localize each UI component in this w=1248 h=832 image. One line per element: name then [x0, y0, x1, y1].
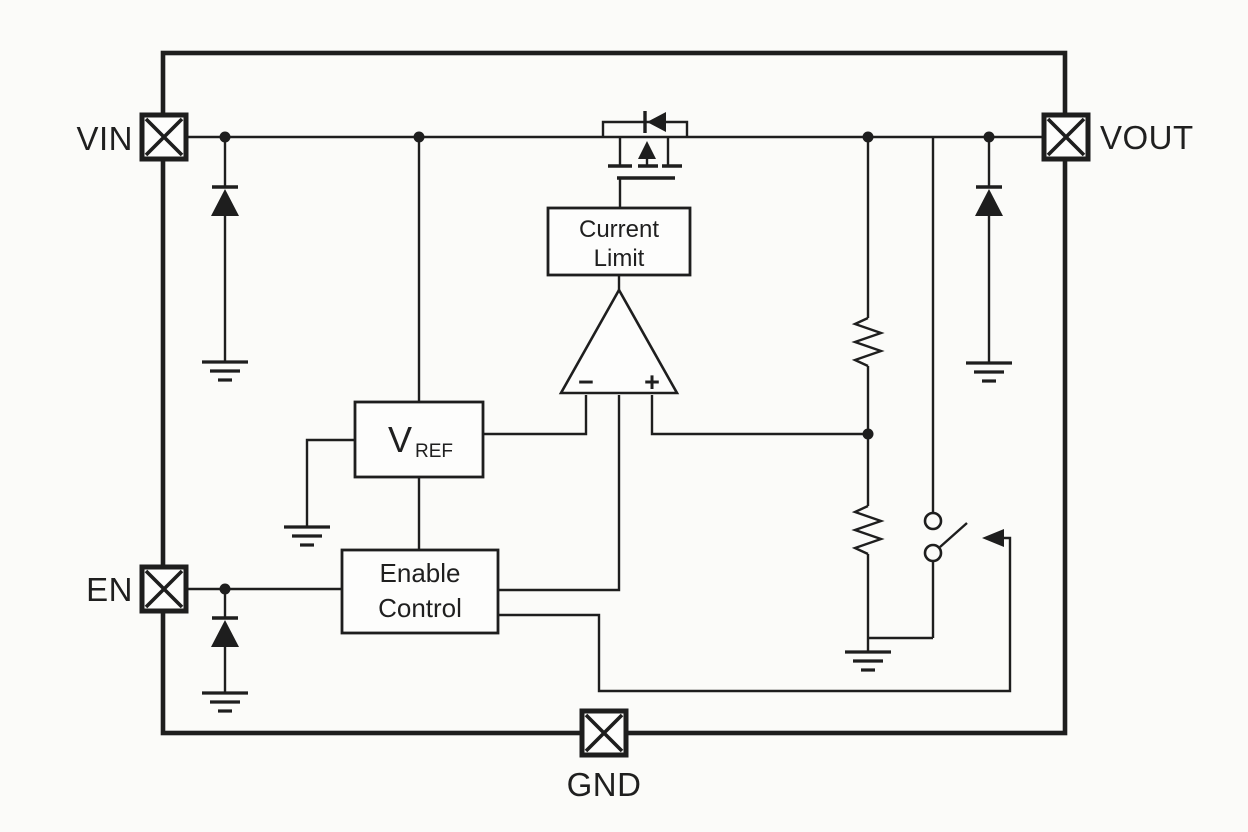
- pass-transistor-icon: [601, 111, 689, 208]
- esd-en-diode-triangle: [211, 620, 239, 647]
- feedback-divider: [851, 316, 885, 556]
- opamp-triangle: [558, 287, 680, 395]
- enable-control-block: Enable Control: [340, 548, 500, 635]
- vout-pin-x-icon: [1046, 117, 1086, 157]
- feedback-wire: [650, 395, 868, 436]
- error-amplifier-icon: − +: [558, 287, 680, 397]
- ground-symbol-en: [202, 691, 248, 713]
- gnd-pin: GND: [567, 708, 642, 803]
- ground-symbol-vref: [284, 525, 330, 547]
- junction-dot: [983, 131, 995, 143]
- vout-pin-label: VOUT: [1100, 119, 1194, 156]
- gnd-pin-label: GND: [567, 766, 642, 803]
- vref-output-wire: [483, 395, 588, 436]
- en-pin-x-icon: [144, 569, 184, 609]
- ground-symbol-divider: [845, 650, 891, 672]
- esd-vin-diode-triangle: [211, 189, 239, 216]
- wires: [186, 135, 1045, 693]
- en-pin: EN: [86, 564, 189, 614]
- switch-contact-top: [923, 511, 943, 531]
- esd-diode-vin-icon: [211, 137, 239, 362]
- vref-block: V REF: [353, 400, 485, 479]
- enable-control-label-line2: Control: [378, 593, 462, 623]
- discharge-switch-icon: [923, 511, 1004, 563]
- esd-diode-vout-icon: [975, 137, 1003, 363]
- junction-dot: [862, 131, 874, 143]
- current-limit-label-line1: Current: [579, 216, 659, 243]
- ground-symbol-vin: [202, 360, 248, 382]
- junction-dot: [219, 583, 231, 595]
- enable-control-label-line1: Enable: [380, 558, 461, 588]
- body-diode-icon: [647, 112, 666, 132]
- current-limit-box: [546, 206, 692, 277]
- esd-diode-en-icon: [211, 589, 239, 693]
- switch-control-arrow-icon: [982, 529, 1004, 547]
- resistor-bottom-icon: [851, 504, 885, 556]
- vin-pin: VIN: [76, 112, 189, 162]
- current-limit-block: Current Limit: [546, 206, 692, 277]
- ground-symbol-vout: [966, 361, 1012, 383]
- vref-label: V: [388, 419, 412, 460]
- vref-label-subscript: REF: [415, 441, 453, 462]
- switch-blade: [939, 522, 968, 548]
- enable-control-box: [340, 548, 500, 635]
- vout-pin: VOUT: [1041, 112, 1194, 162]
- vin-pin-label: VIN: [76, 120, 133, 157]
- junction-dot: [413, 131, 425, 143]
- body-arrow-icon: [638, 141, 656, 159]
- en-pin-label: EN: [86, 571, 133, 608]
- junction-dot: [862, 428, 874, 440]
- gnd-pin-x-icon: [584, 713, 624, 753]
- vref-ground-wire: [305, 438, 355, 526]
- opamp-inverting-input-label: −: [578, 367, 594, 397]
- switch-contact-bottom: [923, 543, 943, 563]
- esd-vout-diode-triangle: [975, 189, 1003, 216]
- opamp-noninverting-input-label: +: [644, 367, 660, 397]
- vin-pin-x-icon: [144, 117, 184, 157]
- discharge-control-wire: [498, 536, 1012, 693]
- junction-dot: [219, 131, 231, 143]
- enable-to-amp-wire: [498, 395, 621, 592]
- resistor-top-icon: [851, 316, 885, 368]
- junction-dots: [219, 131, 995, 595]
- current-limit-label-line2: Limit: [594, 245, 645, 272]
- vref-box: [353, 400, 485, 479]
